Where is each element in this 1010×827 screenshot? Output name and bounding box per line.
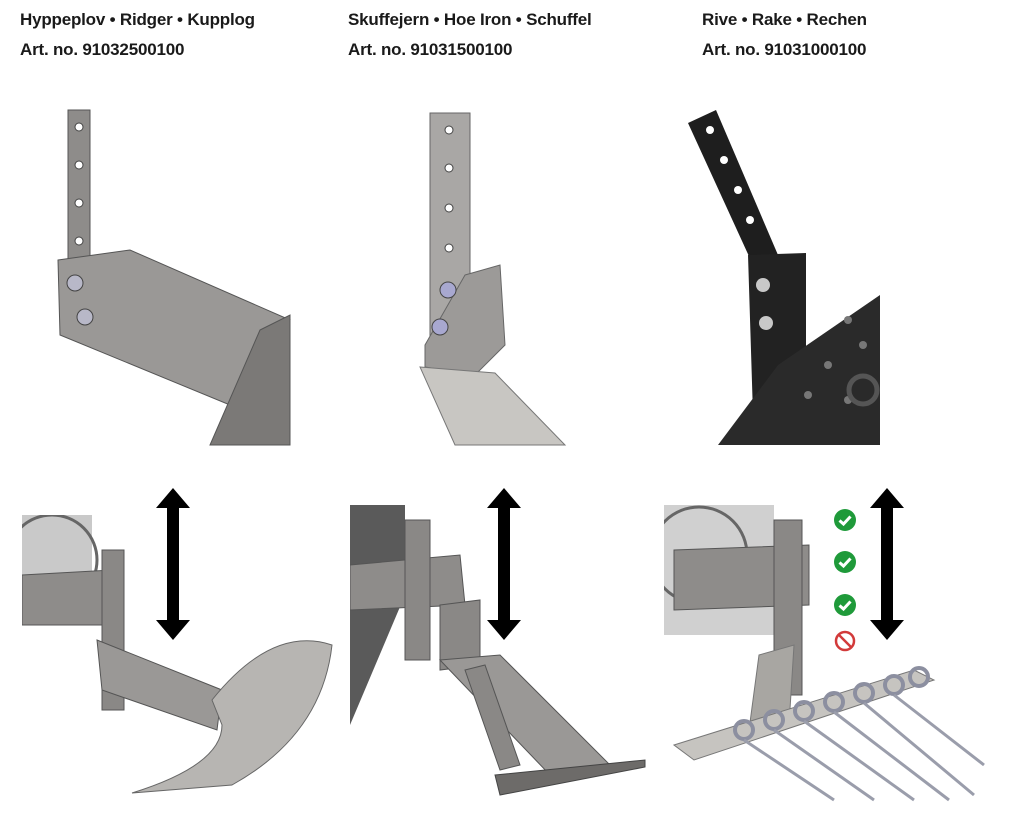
height-adjust-arrow-icon: [870, 488, 904, 640]
height-adjust-arrow-icon: [156, 488, 190, 640]
prohibited-icon: [834, 630, 856, 652]
product-title-ridger: Hyppeplov • Ridger • Kupplog: [20, 10, 255, 29]
check-circle-icon: [834, 551, 856, 573]
art-no-rake: Art. no. 91031000100: [702, 40, 867, 59]
art-no-ridger: Art. no. 91032500100: [20, 40, 185, 59]
art-no-hoe-iron: Art. no. 91031500100: [348, 40, 513, 59]
rake-image: [688, 110, 880, 445]
ridger-image: [57, 109, 291, 446]
check-circle-icon: [834, 594, 856, 616]
rake-mounted-image: [664, 505, 985, 802]
hoe-iron-mounted-image: [350, 505, 646, 796]
product-title-rake: Rive • Rake • Rechen: [702, 10, 867, 29]
ridger-mounted-image: [22, 515, 333, 794]
check-circle-icon: [834, 509, 856, 531]
height-adjust-arrow-icon: [487, 488, 521, 640]
hoe-iron-image: [419, 112, 567, 446]
product-title-hoe-iron: Skuffejern • Hoe Iron • Schuffel: [348, 10, 592, 29]
